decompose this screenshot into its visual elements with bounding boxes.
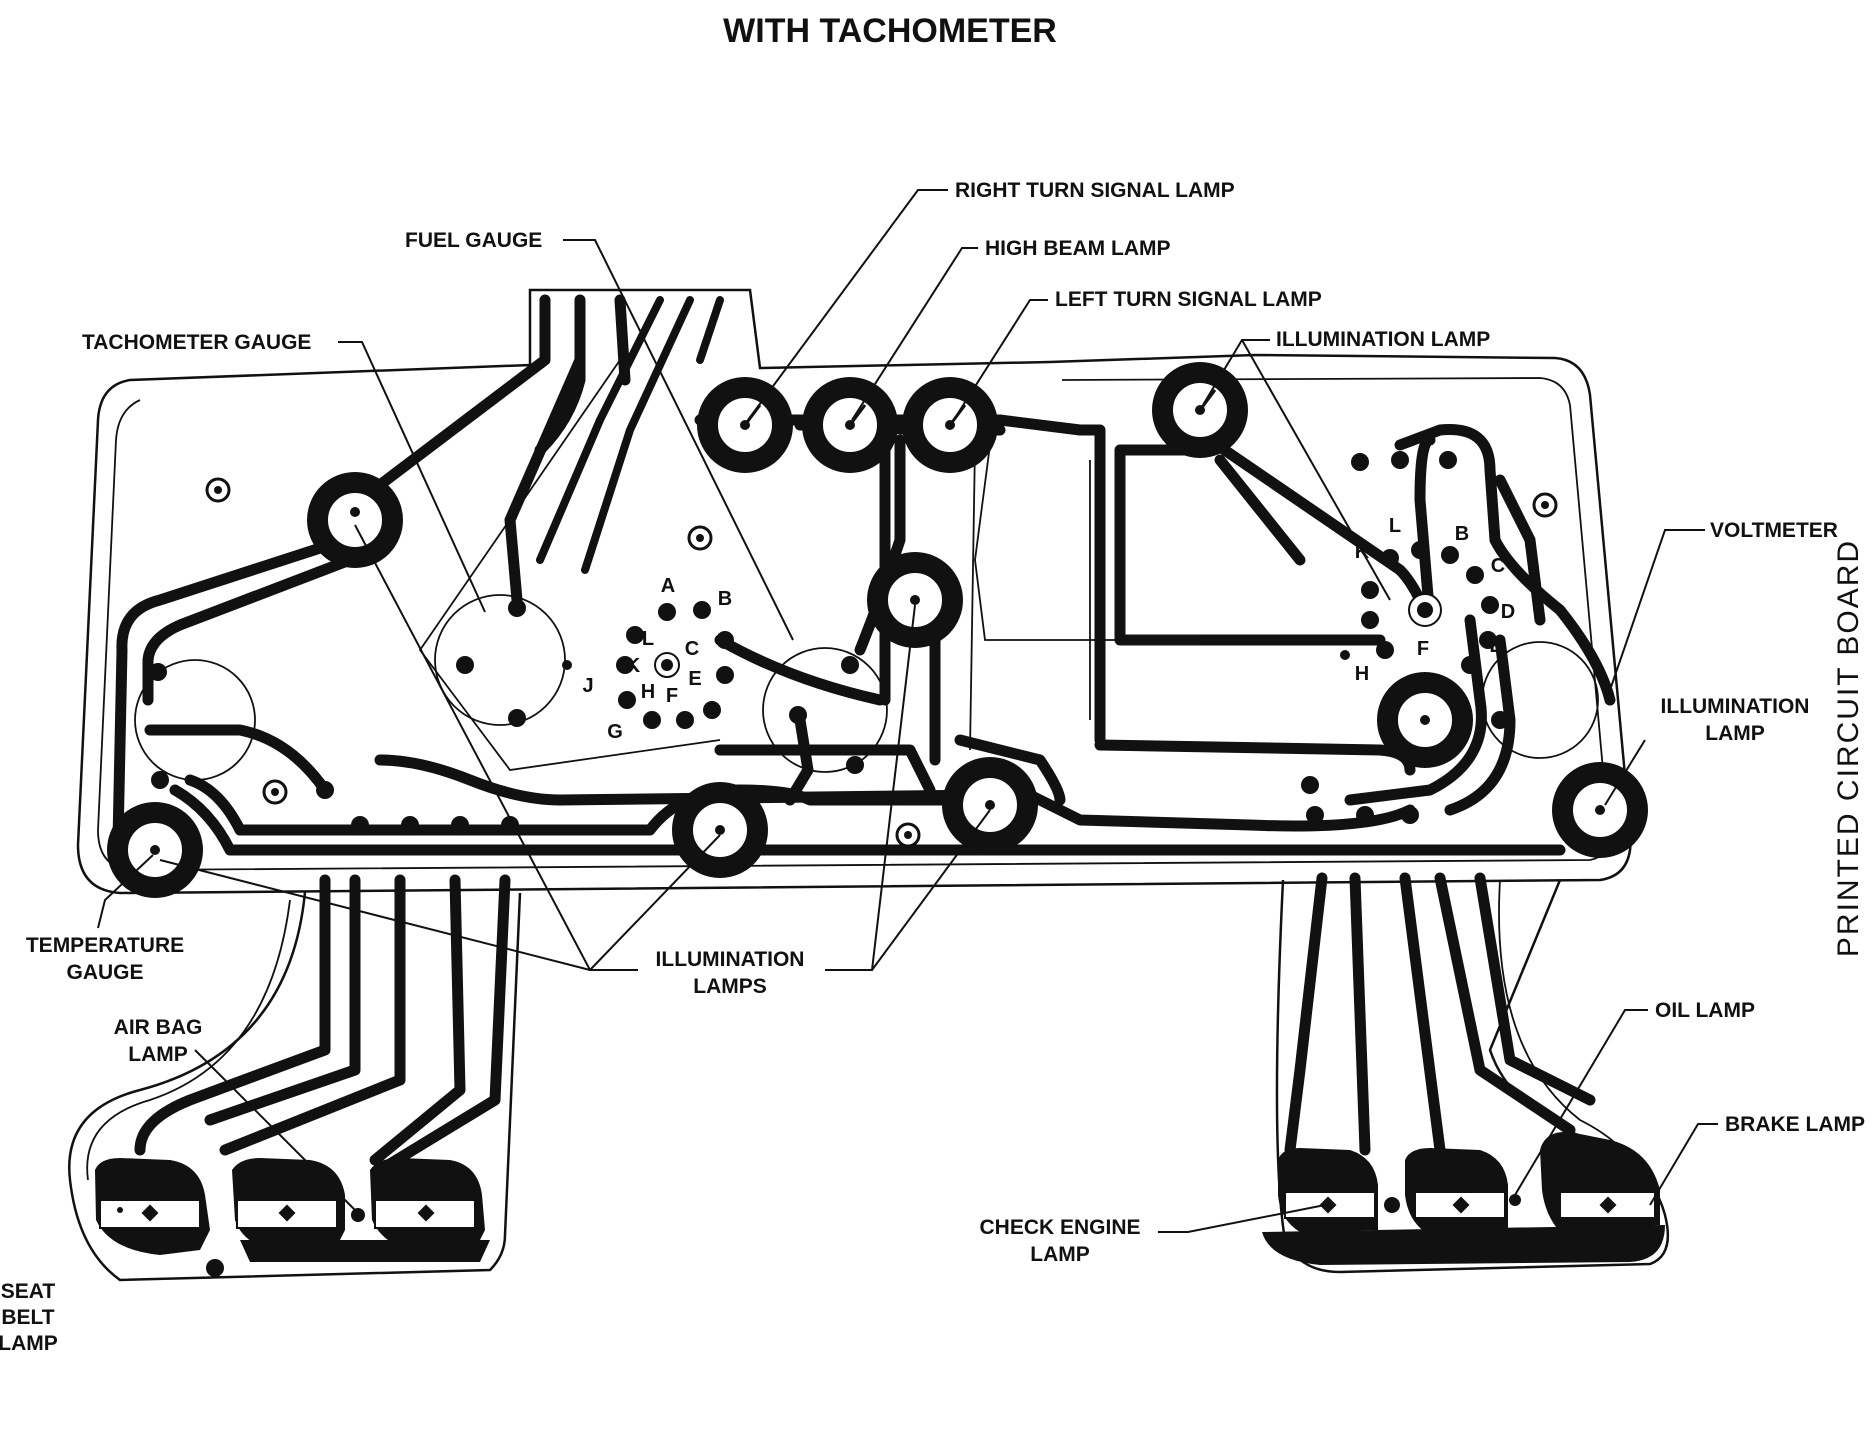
label-temperature-gauge-2: GAUGE bbox=[66, 961, 143, 984]
label-temperature-gauge-1: TEMPERATURE bbox=[26, 934, 184, 957]
label-illumination-lamps-1: ILLUMINATION bbox=[656, 948, 805, 971]
label-air-bag-lamp-2: LAMP bbox=[128, 1043, 188, 1066]
label-seat-belt-lamp-1: SEAT bbox=[1, 1280, 56, 1303]
right-tail-sockets bbox=[1262, 1131, 1665, 1265]
label-tachometer-gauge: TACHOMETER GAUGE bbox=[82, 331, 311, 354]
lamp-socket-high-beam bbox=[802, 377, 898, 473]
left-pin-g: G bbox=[607, 721, 623, 743]
label-right-turn-signal-lamp: RIGHT TURN SIGNAL LAMP bbox=[955, 179, 1235, 202]
right-pin-f: F bbox=[1417, 638, 1429, 660]
callout-labels: RIGHT TURN SIGNAL LAMP HIGH BEAM LAMP LE… bbox=[0, 179, 1865, 1355]
label-check-engine-lamp-2: LAMP bbox=[1030, 1243, 1090, 1266]
left-pin-l: L bbox=[642, 628, 654, 650]
lamp-socket-illum-right bbox=[1552, 762, 1648, 858]
left-pin-e: E bbox=[688, 668, 701, 690]
left-pin-f: F bbox=[666, 685, 678, 707]
lamp-socket-illum-top bbox=[1152, 362, 1248, 458]
lamp-sockets bbox=[107, 362, 1648, 898]
right-pin-h: H bbox=[1355, 663, 1369, 685]
left-pin-h: H bbox=[641, 681, 655, 703]
lamp-socket-tach-light bbox=[307, 472, 403, 568]
label-seat-belt-lamp-2: BELT bbox=[1, 1306, 54, 1329]
left-pin-c: C bbox=[685, 638, 699, 660]
right-pin-c: C bbox=[1491, 555, 1505, 577]
right-pin-e: E bbox=[1489, 635, 1502, 657]
label-illumination-lamp-right-1: ILLUMINATION bbox=[1661, 695, 1810, 718]
voltmeter-gauge-outline bbox=[1481, 641, 1599, 759]
label-illumination-lamps-2: LAMPS bbox=[693, 975, 767, 998]
label-seat-belt-lamp-3: LAMP bbox=[0, 1332, 58, 1355]
label-brake-lamp: BRAKE LAMP bbox=[1725, 1113, 1865, 1136]
lamp-socket-right-turn bbox=[697, 377, 793, 473]
thin-traces bbox=[134, 359, 1599, 781]
label-check-engine-lamp-1: CHECK ENGINE bbox=[979, 1216, 1140, 1239]
lamp-socket-left-turn bbox=[902, 377, 998, 473]
right-pin-l: L bbox=[1389, 515, 1401, 537]
fuel-gauge-outline bbox=[434, 594, 566, 726]
temp-gauge-outline bbox=[134, 659, 256, 781]
label-high-beam-lamp: HIGH BEAM LAMP bbox=[985, 237, 1171, 260]
left-tail-sockets bbox=[95, 1158, 490, 1277]
left-pin-b: B bbox=[718, 588, 732, 610]
lamp-socket-illum-bottom-2 bbox=[942, 757, 1038, 853]
left-pin-a: A bbox=[661, 575, 675, 597]
mounting-holes bbox=[205, 477, 1558, 848]
side-label: PRINTED CIRCUIT BOARD bbox=[1832, 539, 1865, 957]
right-connector: B C D E F H K L bbox=[1355, 515, 1515, 685]
label-left-turn-signal-lamp: LEFT TURN SIGNAL LAMP bbox=[1055, 288, 1322, 311]
label-oil-lamp: OIL LAMP bbox=[1655, 999, 1755, 1022]
gauge-terminals bbox=[149, 451, 1509, 834]
right-pin-b: B bbox=[1455, 523, 1469, 545]
tach-gauge-outline bbox=[762, 647, 888, 773]
label-illumination-lamp-right-2: LAMP bbox=[1705, 722, 1765, 745]
lamp-socket-illum-center bbox=[867, 552, 963, 648]
right-pin-d: D bbox=[1501, 601, 1515, 623]
label-fuel-gauge: FUEL GAUGE bbox=[405, 229, 542, 252]
lamp-socket-illum-bottom-1 bbox=[672, 782, 768, 878]
left-connector: A B C E F G H K L J bbox=[582, 575, 734, 743]
label-air-bag-lamp-1: AIR BAG bbox=[114, 1016, 203, 1039]
board-outline bbox=[68, 288, 1670, 1282]
diagram-title: WITH TACHOMETER bbox=[723, 12, 1057, 50]
left-pin-k: K bbox=[626, 655, 641, 677]
lamp-socket-voltmeter-light bbox=[1377, 672, 1473, 768]
left-pin-j: J bbox=[582, 675, 593, 697]
label-voltmeter: VOLTMETER bbox=[1710, 519, 1838, 542]
label-illumination-lamp-top: ILLUMINATION LAMP bbox=[1276, 328, 1490, 351]
leader-lines bbox=[97, 189, 1718, 1233]
lamp-socket-temp bbox=[107, 802, 203, 898]
